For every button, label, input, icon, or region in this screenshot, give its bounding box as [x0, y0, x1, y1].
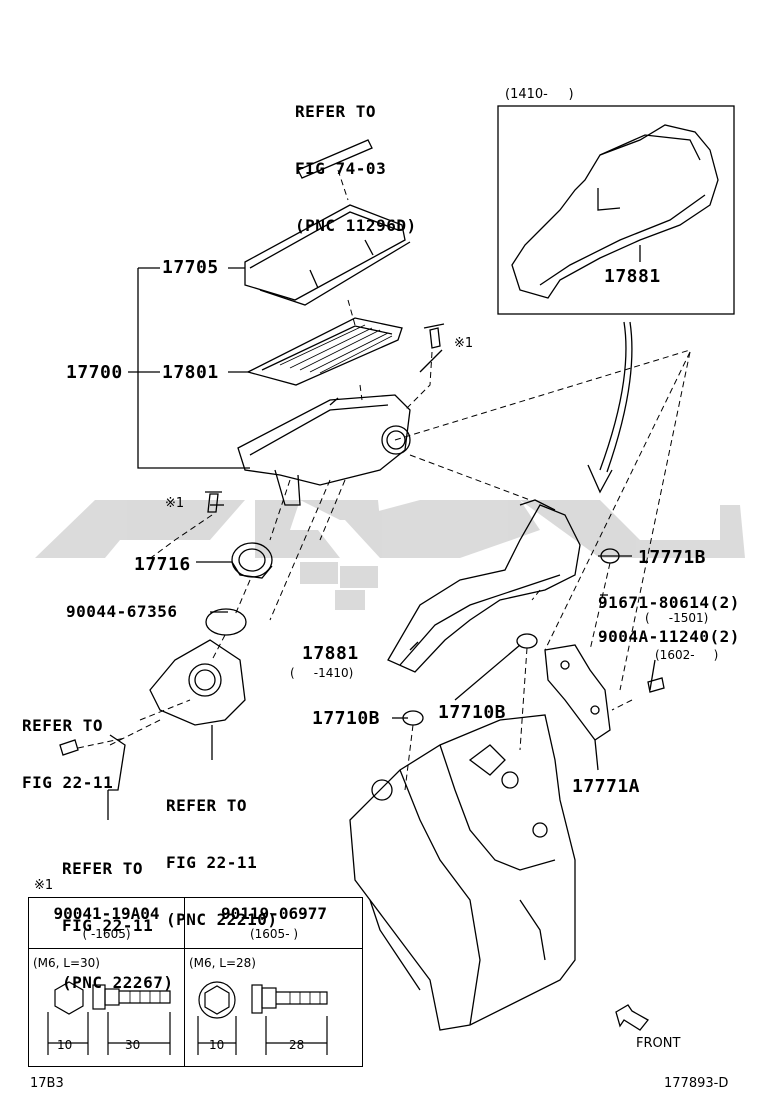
part-17705: 17705 — [162, 257, 219, 278]
table-col1-part: 90041-19A04 — [53, 904, 160, 923]
part-17801: 17801 — [162, 362, 219, 383]
mark-note-1b: ※1 — [165, 496, 185, 511]
engine-block — [349, 714, 576, 1031]
inset-frame — [497, 105, 735, 315]
footer-code-left: 17B3 — [30, 1076, 64, 1091]
table-col2-part: 90119-06977 — [221, 904, 327, 923]
fastener-table: 90041-19A04 ( -1605) 90119-06977 (1605- … — [28, 897, 363, 1067]
air-cleaner-case — [237, 394, 411, 486]
part-17881-lower-range: ( -1410) — [290, 666, 354, 680]
front-arrow — [615, 1004, 649, 1031]
table-col2-spec: (M6, L=28) — [189, 956, 256, 970]
table-col1-dim-b: 30 — [125, 1038, 141, 1052]
intake-duct-upper — [511, 124, 719, 299]
air-filter-element — [246, 317, 403, 386]
part-91671-range: ( -1501) — [645, 611, 709, 625]
table-col1-spec: (M6, L=30) — [33, 956, 100, 970]
front-label: FRONT — [636, 1036, 681, 1051]
part-9004A-11240: 9004A-11240(2) — [598, 627, 740, 646]
ref-fig-22-11-pnc22267: REFER TO FIG 22-11 (PNC 22267) — [62, 859, 174, 992]
part-9004A-range: (1602- ) — [655, 648, 719, 662]
footer-code-right: 177893-D — [664, 1076, 729, 1091]
range-label-top: (1410- ) — [505, 87, 574, 102]
part-17710B-upper: 17710B — [438, 702, 507, 723]
ref-fig-74-03: REFER TO FIG 74-03 (PNC 11296D) — [295, 102, 417, 235]
part-17700: 17700 — [66, 362, 123, 383]
intake-duct-lower — [387, 504, 581, 673]
bracket-17771A — [544, 644, 611, 741]
air-cleaner-cap — [244, 204, 406, 301]
part-90044-67356: 90044-67356 — [66, 602, 178, 621]
table-col2-range: (1605- ) — [249, 927, 299, 941]
hex-nut-1 — [54, 981, 84, 1015]
part-17881-inset: 17881 — [604, 266, 661, 287]
part-17771B: 17771B — [638, 547, 707, 568]
table-col1-range: ( -1605) — [82, 927, 131, 941]
table-note-mark: ※1 — [34, 878, 54, 893]
flange-nut-2 — [198, 981, 236, 1019]
table-col1-dim-a: 10 — [57, 1038, 73, 1052]
gasket-strip — [297, 139, 373, 179]
part-17771A: 17771A — [572, 776, 641, 797]
ref-fig-22-11-left: REFER TO FIG 22-11 — [22, 716, 114, 792]
mark-note-1a: ※1 — [454, 336, 474, 351]
part-17710B-lower: 17710B — [312, 708, 381, 729]
part-17716: 17716 — [134, 554, 191, 575]
table-col2-dim-a: 10 — [209, 1038, 225, 1052]
table-col2-dim-b: 28 — [289, 1038, 305, 1052]
part-91671-80614: 91671-80614(2) — [598, 593, 740, 612]
part-17881-lower: 17881 — [302, 643, 359, 664]
throttle-body — [149, 639, 246, 726]
ref-fig-22-11-pnc22210: REFER TO FIG 22-11 (PNC 22210) — [166, 796, 278, 929]
